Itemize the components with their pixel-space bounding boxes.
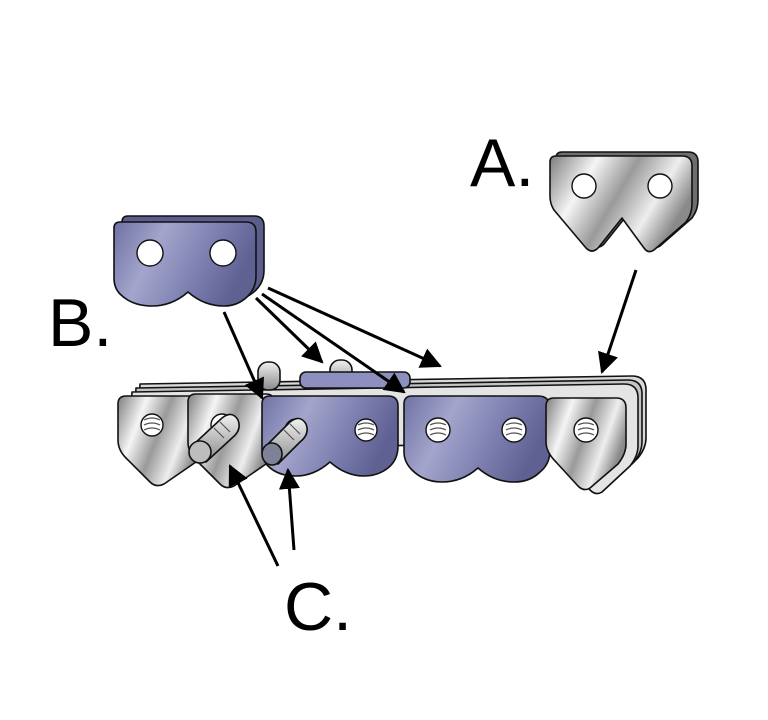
label-c: C. bbox=[284, 569, 352, 645]
chain-guide-plate-front-2 bbox=[403, 395, 551, 483]
label-a: A. bbox=[470, 125, 534, 201]
arrow-b-to-chain-3 bbox=[261, 292, 406, 394]
arrow-a-to-chain bbox=[598, 269, 638, 374]
arrow-c-to-rivet-right bbox=[278, 467, 300, 551]
arrow-c-to-rivet-left bbox=[228, 464, 280, 567]
part-a-cutter-link bbox=[549, 151, 699, 253]
arrow-b-to-chain-2 bbox=[254, 296, 324, 364]
chain-cutter-plate-left bbox=[117, 395, 205, 487]
part-b-guide-link bbox=[113, 215, 265, 307]
pointer-arrows bbox=[222, 269, 638, 567]
rivet-c-right bbox=[261, 417, 308, 466]
label-b: B. bbox=[48, 285, 112, 361]
assembled-chain bbox=[117, 359, 647, 495]
arrow-b-to-chain-4 bbox=[267, 286, 442, 368]
rivet-c-left bbox=[188, 413, 240, 464]
chain-cutter-plate-right bbox=[545, 397, 627, 491]
arrow-b-to-chain-1 bbox=[222, 311, 264, 400]
